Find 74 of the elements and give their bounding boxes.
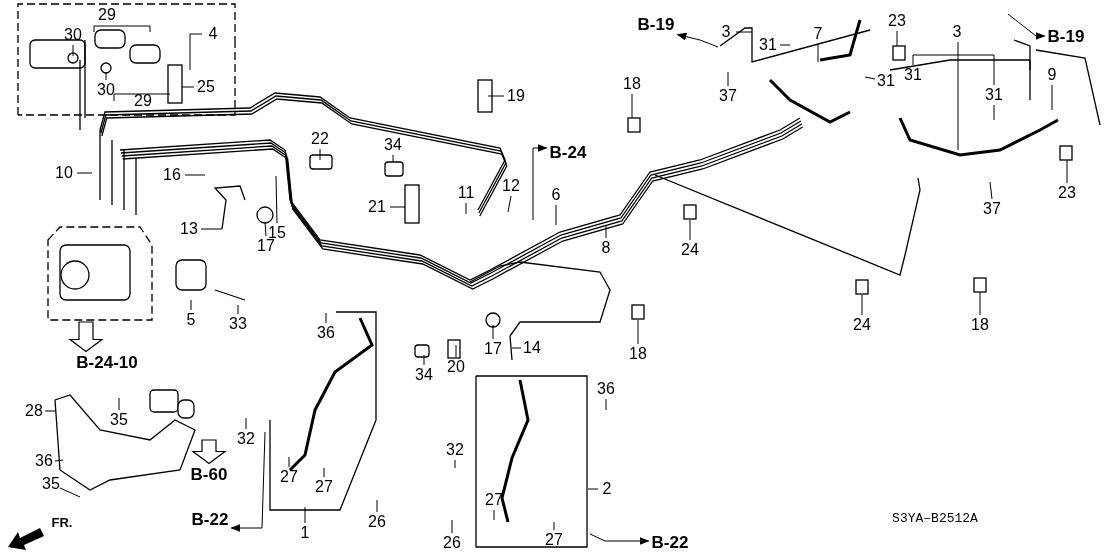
callout-number: 28 <box>25 403 43 419</box>
callout-number: 25 <box>197 79 215 95</box>
callout-number: 35 <box>110 412 128 428</box>
callout-number: 27 <box>485 492 503 508</box>
callout-number: 17 <box>484 341 502 357</box>
callout-number: 36 <box>597 381 615 397</box>
callout-number: 31 <box>759 37 777 53</box>
callout-number: 11 <box>457 185 475 201</box>
section-reference: B-24 <box>548 143 588 161</box>
callout-number: 26 <box>368 514 386 530</box>
section-reference: B-60 <box>189 465 229 483</box>
drawing-code: S3YA–B2512A <box>892 511 978 525</box>
callout-number: 22 <box>311 131 329 147</box>
callout-number: 12 <box>502 178 520 194</box>
callout-number: 32 <box>446 442 464 458</box>
callout-number: 34 <box>384 137 402 153</box>
callout-number: 18 <box>629 346 647 362</box>
callout-number: 1 <box>300 525 310 541</box>
callout-number: 13 <box>180 221 198 237</box>
hollow-arrow <box>191 439 227 465</box>
section-reference: B-24-10 <box>75 353 139 371</box>
callout-number: 34 <box>415 367 433 383</box>
callout-number: 21 <box>368 199 386 215</box>
callout-number: 18 <box>623 76 641 92</box>
callout-number: 6 <box>551 187 561 203</box>
callout-number: 24 <box>853 317 871 333</box>
callout-number: 9 <box>1047 67 1057 83</box>
callout-number: 33 <box>229 316 247 332</box>
section-reference: B-22 <box>650 533 690 551</box>
callout-number: 20 <box>447 359 465 375</box>
callout-number: 18 <box>971 317 989 333</box>
arrow <box>589 533 650 545</box>
arrow <box>676 32 719 48</box>
hollow-arrow <box>68 321 104 353</box>
callout-number: 26 <box>443 535 461 551</box>
direction-label: FR. <box>51 515 73 529</box>
arrow <box>1007 13 1046 40</box>
callout-number: 32 <box>237 431 255 447</box>
callout-number: 31 <box>904 67 922 83</box>
callout-number: 29 <box>98 7 116 23</box>
arrow <box>532 144 548 221</box>
callout-number: 37 <box>983 201 1001 217</box>
section-reference: B-19 <box>1046 27 1086 45</box>
callout-number: 14 <box>523 340 541 356</box>
callout-number: 29 <box>134 93 152 109</box>
callout-number: 16 <box>163 167 181 183</box>
callout-number: 31 <box>877 73 895 89</box>
callout-number: 19 <box>507 88 525 104</box>
callout-number: 23 <box>1058 185 1076 201</box>
callout-number: 23 <box>888 13 906 29</box>
callout-number: 10 <box>55 165 73 181</box>
callout-number: 15 <box>268 225 286 241</box>
callout-number: 8 <box>601 240 611 256</box>
callout-number: 30 <box>97 82 115 98</box>
callout-number: 31 <box>985 87 1003 103</box>
section-reference: B-19 <box>636 15 676 33</box>
callout-number: 27 <box>315 479 333 495</box>
callout-number: 36 <box>317 325 335 341</box>
callout-number: 5 <box>186 312 196 328</box>
callout-number: 30 <box>64 27 82 43</box>
callout-number: 27 <box>545 532 563 548</box>
callout-number: 3 <box>952 24 962 40</box>
callout-number: 37 <box>719 88 737 104</box>
callout-number: 7 <box>813 26 823 42</box>
callout-number: 36 <box>35 453 53 469</box>
callout-number: 35 <box>42 476 60 492</box>
callout-number: 4 <box>208 26 218 42</box>
callout-number: 17 <box>257 238 275 254</box>
callout-number: 2 <box>602 481 612 497</box>
callout-number: 24 <box>681 242 699 258</box>
callout-number: 3 <box>721 24 731 40</box>
section-reference: B-22 <box>190 510 230 528</box>
arrow <box>230 431 266 532</box>
callout-number: 27 <box>280 469 298 485</box>
